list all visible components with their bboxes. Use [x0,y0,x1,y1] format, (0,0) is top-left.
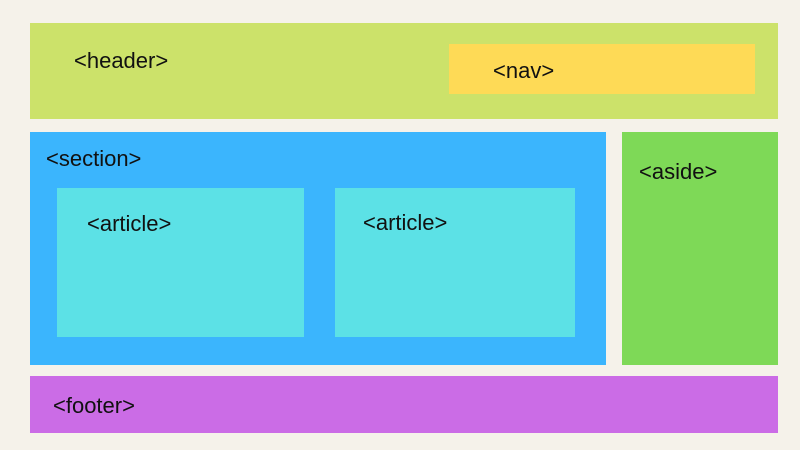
header-block: <header> <nav> [30,23,778,119]
article-label-2: <article> [363,210,448,235]
article-block-2: <article> [335,188,575,337]
article-label-1: <article> [87,211,172,236]
section-block: <section> <article> <article> [30,132,606,365]
aside-block: <aside> [622,132,778,365]
nav-block: <nav> [449,44,755,94]
article-block-1: <article> [57,188,304,337]
header-label: <header> [74,48,169,73]
footer-block: <footer> [30,376,778,433]
section-label: <section> [46,146,142,171]
nav-label: <nav> [493,58,555,83]
aside-label: <aside> [639,159,718,184]
footer-label: <footer> [53,393,135,418]
